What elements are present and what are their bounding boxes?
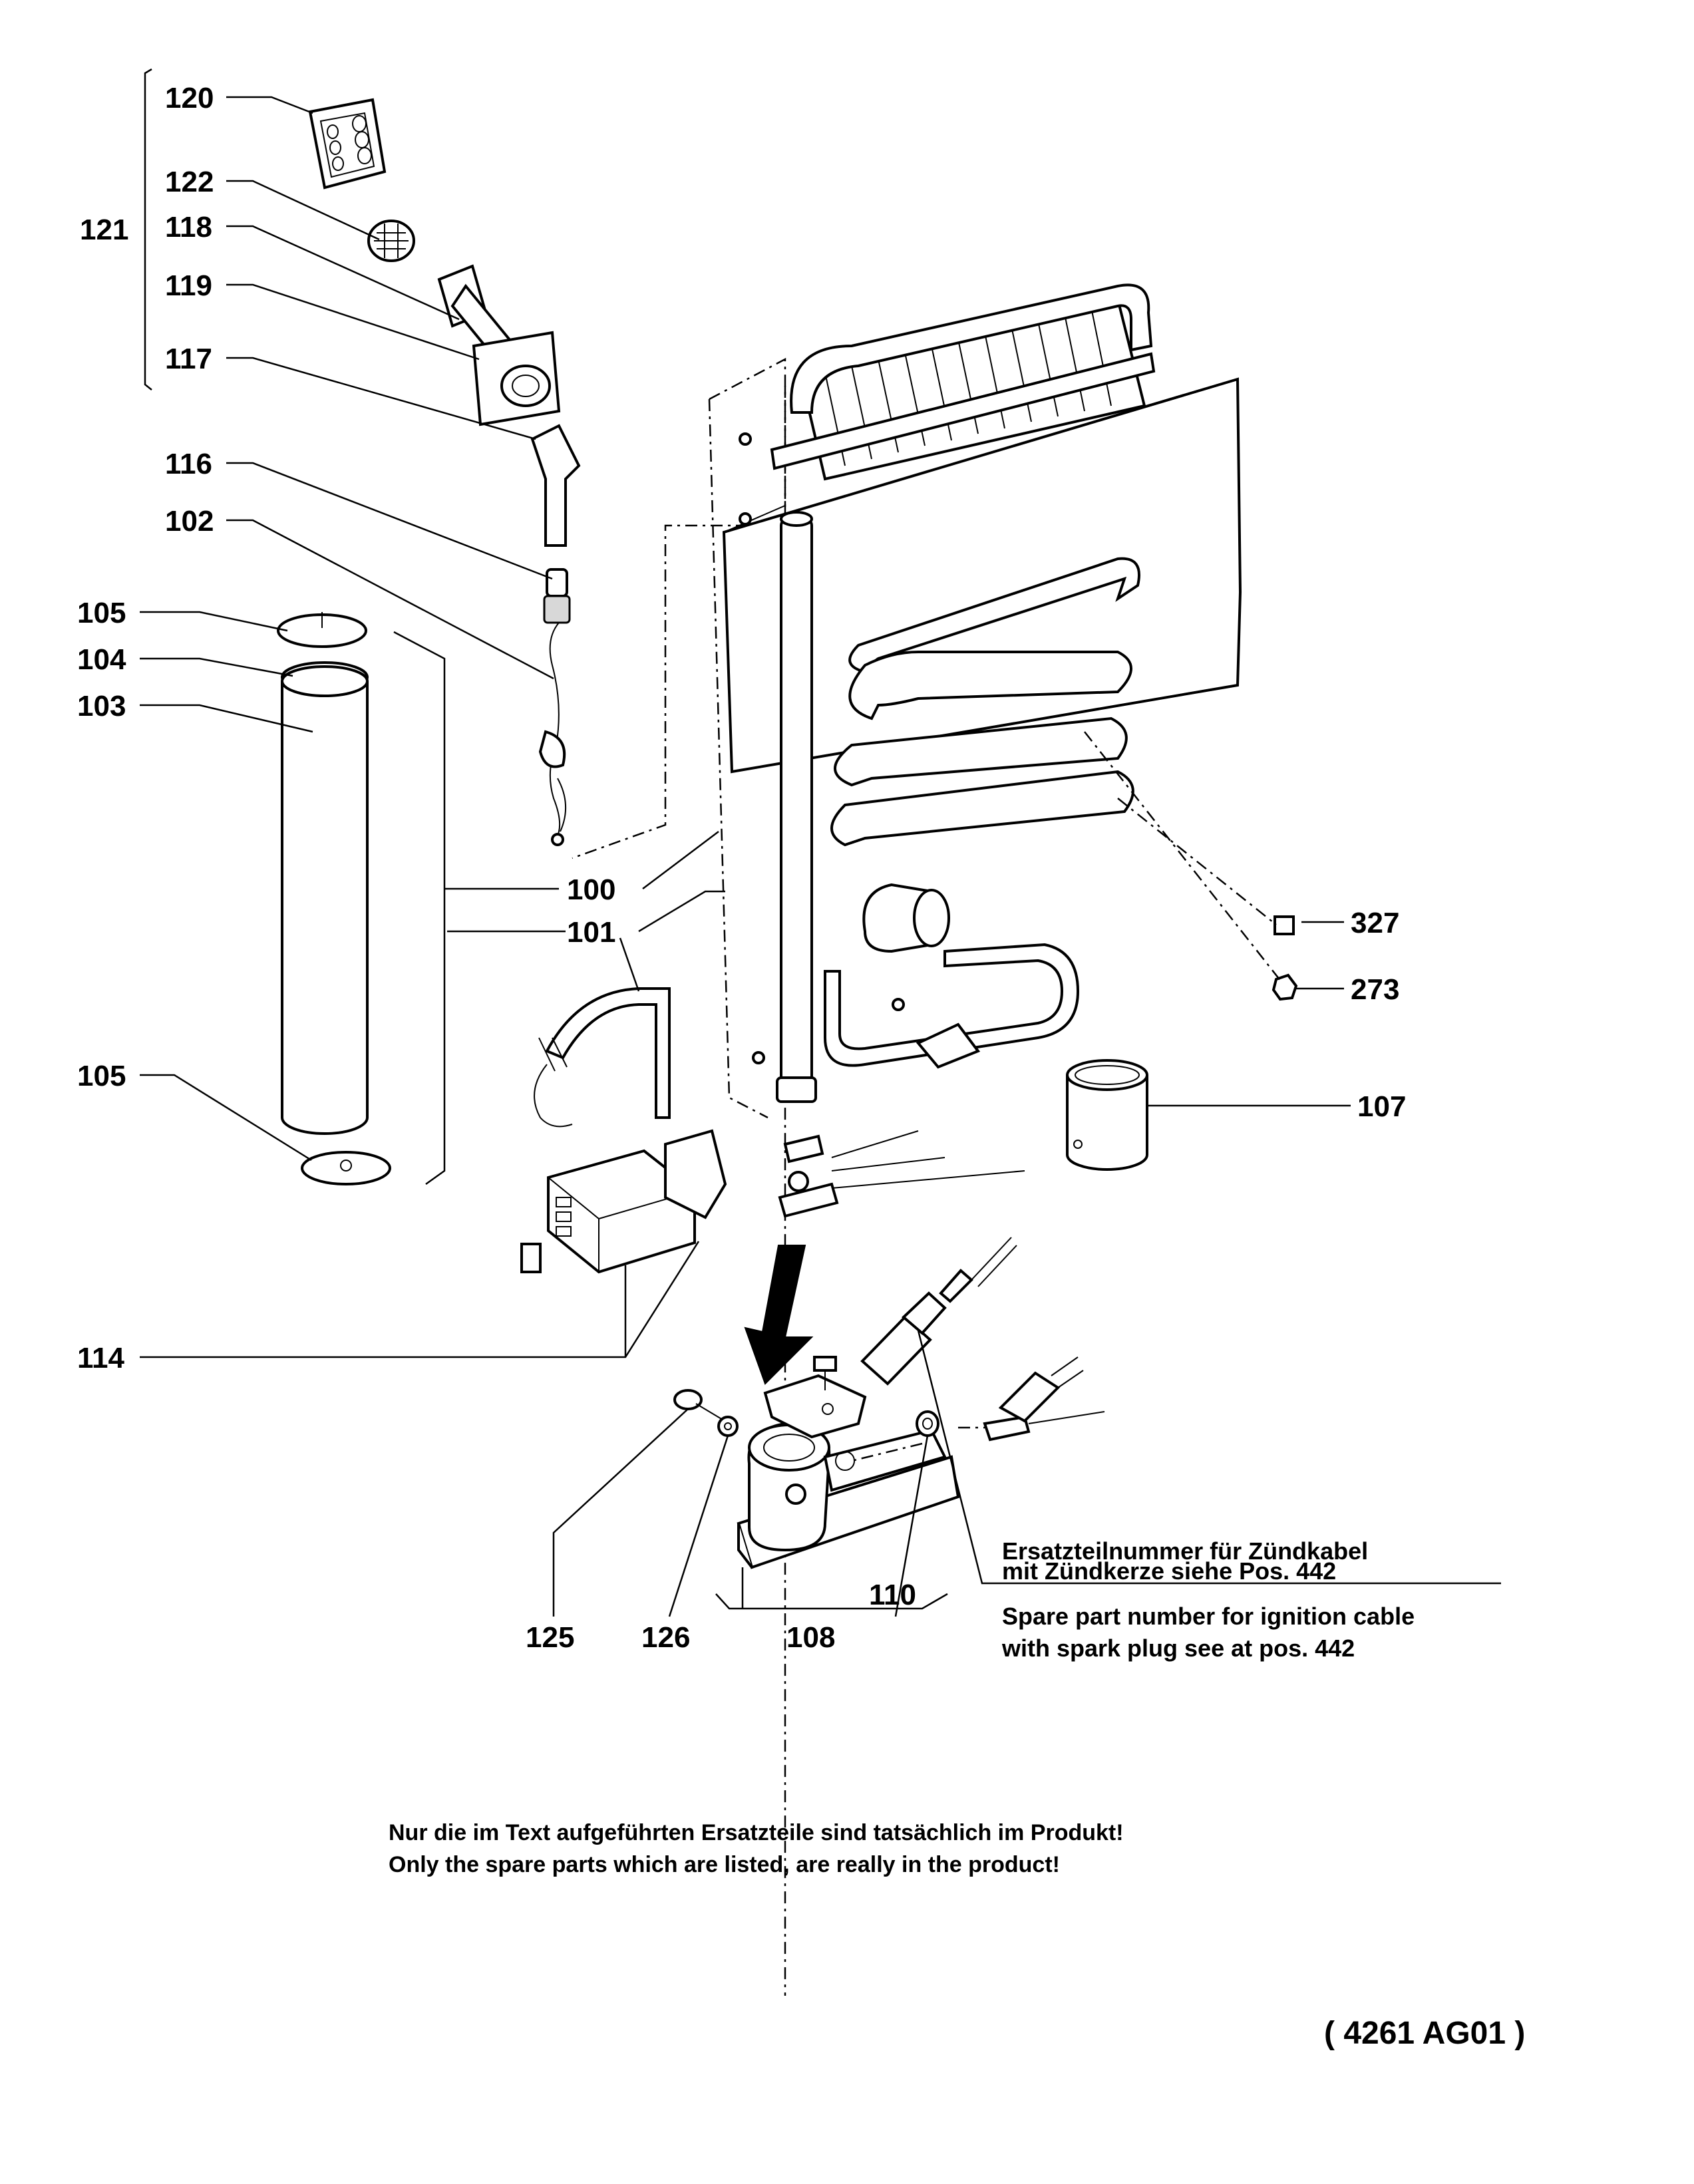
ignition-cable-note: Ersatzteilnummer für Zündkabel mit Zündk… bbox=[1001, 1537, 1415, 1662]
callout-100: 100 bbox=[567, 873, 615, 906]
footer-de: Nur die im Text aufgeführten Ersatzteile… bbox=[389, 1820, 1124, 1845]
part-118-119-flue-pipe bbox=[437, 264, 561, 426]
callout-273: 273 bbox=[1351, 973, 1399, 1006]
callout-110: 110 bbox=[869, 1579, 916, 1611]
callout-121: 121 bbox=[80, 214, 128, 246]
arrow-down-icon bbox=[744, 1245, 814, 1385]
callout-107: 107 bbox=[1357, 1090, 1406, 1123]
callout-116: 116 bbox=[165, 448, 212, 480]
callout-101: 101 bbox=[567, 916, 615, 949]
part-327-clip bbox=[1273, 915, 1295, 935]
leader-dash-burner bbox=[851, 1426, 985, 1462]
callout-120: 120 bbox=[165, 82, 214, 114]
part-114-burner-box bbox=[520, 1129, 727, 1274]
part-105-top-disc bbox=[277, 612, 367, 648]
part-116-nozzle bbox=[543, 568, 571, 624]
cooling-unit-assembly bbox=[572, 283, 1242, 1996]
note-en-line1: Spare part number for ignition cable bbox=[1002, 1603, 1415, 1630]
note-de-line2: mit Zündkerze siehe Pos. 442 bbox=[1002, 1557, 1336, 1585]
part-117-elbow-tube bbox=[530, 424, 581, 547]
part-bracket-on-burner bbox=[763, 1356, 867, 1439]
group-bracket-121 bbox=[144, 68, 152, 390]
part-101-gas-pipe bbox=[534, 987, 671, 1128]
part-120-flue-cover bbox=[308, 98, 387, 190]
callout-125: 125 bbox=[526, 1621, 574, 1654]
thermocouple-connector bbox=[983, 1356, 1105, 1442]
note-en-line2: with spark plug see at pos. 442 bbox=[1001, 1635, 1355, 1662]
callout-118: 118 bbox=[165, 211, 212, 243]
part-105-bottom-disc bbox=[301, 1151, 391, 1185]
callout-105-bottom: 105 bbox=[77, 1060, 126, 1092]
callout-103: 103 bbox=[77, 690, 126, 722]
callout-104: 104 bbox=[77, 643, 126, 676]
leader-lines bbox=[140, 96, 1501, 1617]
callout-117: 117 bbox=[165, 343, 212, 375]
drawing-code: ( 4261 AG01 ) bbox=[1324, 2016, 1525, 2051]
spark-plug-ignition-cable bbox=[860, 1237, 1017, 1386]
callout-105-top: 105 bbox=[77, 597, 126, 629]
callout-108: 108 bbox=[786, 1621, 835, 1654]
callout-labels: 120 122 121 118 119 117 116 102 105 104 … bbox=[77, 82, 1406, 1654]
part-273-nut bbox=[1271, 973, 1298, 1001]
callout-327: 327 bbox=[1351, 907, 1399, 939]
part-126-washer bbox=[717, 1416, 739, 1437]
note-de-line1: Ersatzteilnummer für Zündkabel bbox=[1002, 1537, 1368, 1565]
callout-122: 122 bbox=[165, 166, 214, 198]
footer-disclaimer: Nur die im Text aufgeführten Ersatzteile… bbox=[389, 1820, 1124, 1877]
callout-119: 119 bbox=[165, 269, 212, 302]
leader-dash-327-273 bbox=[1084, 731, 1282, 983]
bracket-100-101 bbox=[393, 631, 446, 1185]
callout-114: 114 bbox=[77, 1342, 125, 1374]
callout-102: 102 bbox=[165, 505, 214, 538]
small-burner-assembly bbox=[778, 1130, 1025, 1218]
part-122-grille bbox=[367, 220, 415, 262]
part-103-burner-tube bbox=[281, 665, 369, 1135]
part-110-small-ring bbox=[916, 1410, 939, 1437]
part-102-thermocouple bbox=[538, 622, 567, 846]
footer-en: Only the spare parts which are listed, a… bbox=[389, 1852, 1060, 1877]
callout-126: 126 bbox=[641, 1621, 690, 1654]
part-107-cup bbox=[1066, 1059, 1148, 1171]
